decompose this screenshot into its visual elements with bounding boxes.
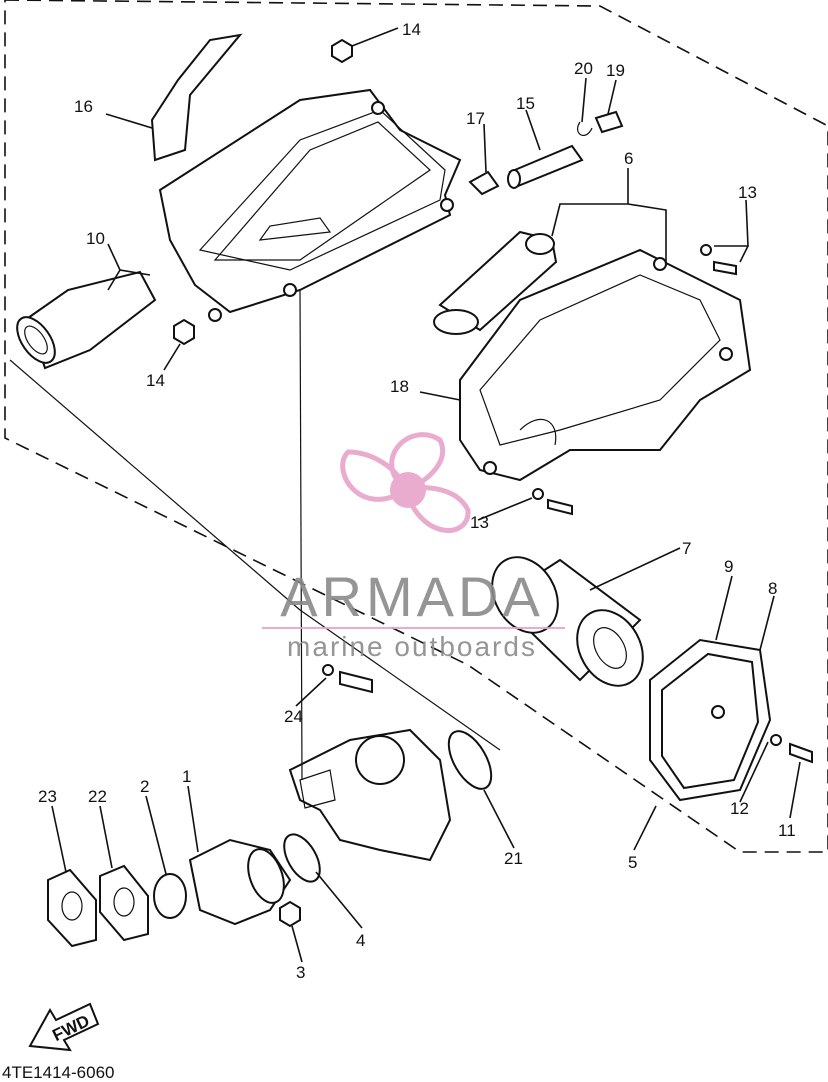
part-10-duct — [16, 270, 157, 370]
watermark-tagline: marine outboards — [287, 631, 537, 662]
callout-11: 11 — [778, 821, 796, 840]
part-15-hose-end — [507, 169, 521, 189]
callout-13-lower: 13 — [470, 513, 489, 532]
part-8-cap-hole — [711, 705, 725, 719]
part-11-screw — [789, 742, 813, 764]
callout-6: 6 — [624, 149, 633, 168]
callout-20: 20 — [574, 59, 593, 78]
propeller-icon — [340, 432, 471, 533]
callout-13-upper: 13 — [738, 183, 757, 202]
part-8-cap — [661, 652, 760, 790]
part-1-manifold — [188, 838, 292, 926]
fwd-arrow-icon — [28, 1002, 100, 1052]
callout-15: 15 — [516, 94, 535, 113]
part-17-clip — [468, 170, 500, 196]
callout-3: 3 — [296, 963, 305, 982]
carburetor-body — [288, 728, 452, 862]
part-7-filter-element — [491, 556, 644, 687]
callout-16: 16 — [74, 97, 93, 116]
watermark-brand: ARMADA — [280, 565, 544, 628]
callout-14-top: 14 — [402, 20, 421, 39]
assembly-boundary — [4, 0, 828, 853]
callout-18: 18 — [390, 377, 409, 396]
callout-22: 22 — [88, 787, 107, 806]
part-20-ring — [577, 121, 593, 137]
watermark: ARMADA marine outboards — [262, 432, 565, 662]
part-16-plate — [150, 33, 243, 162]
callout-23: 23 — [38, 787, 57, 806]
part-12-washer — [770, 734, 782, 746]
callout-2: 2 — [140, 777, 149, 796]
callout-8: 8 — [768, 579, 777, 598]
air-case-right — [459, 248, 752, 482]
callout-labels: 14 16 17 15 20 19 6 13 10 14 18 13 7 9 8… — [38, 20, 796, 982]
callout-21: 21 — [504, 849, 523, 868]
part-13-screw-lower — [532, 488, 573, 516]
callout-14-left: 14 — [146, 371, 165, 390]
part-22-spacer — [99, 864, 149, 942]
callout-12: 12 — [730, 799, 749, 818]
callout-24: 24 — [284, 707, 303, 726]
part-21-clamp — [447, 730, 493, 790]
part-14-nut-left — [173, 318, 195, 346]
callout-10: 10 — [86, 229, 105, 248]
callout-17: 17 — [466, 109, 485, 128]
part-14-nut-top — [331, 38, 353, 64]
leader-lines — [9, 27, 801, 963]
part-19-plug — [594, 110, 624, 134]
part-24-bolt — [339, 670, 373, 694]
part-4-clamp — [283, 833, 321, 883]
part-6-snorkel — [433, 230, 558, 335]
part-13-screw-upper — [700, 244, 737, 276]
callout-5: 5 — [628, 853, 637, 872]
part-3-nut — [279, 900, 301, 928]
callout-7: 7 — [682, 539, 691, 558]
part-22-spacer-hole — [113, 887, 135, 917]
callout-9: 9 — [724, 557, 733, 576]
part-23-gasket-hole — [61, 891, 83, 921]
part-23-gasket — [47, 868, 97, 948]
callout-19: 19 — [606, 61, 625, 80]
callout-1: 1 — [182, 767, 191, 786]
callout-4: 4 — [356, 931, 365, 950]
air-case-left — [158, 88, 462, 322]
drawing-number: 4TE1414-6060 — [2, 1063, 114, 1082]
part-24-washer — [322, 664, 334, 676]
part-2-o-ring — [153, 873, 187, 919]
